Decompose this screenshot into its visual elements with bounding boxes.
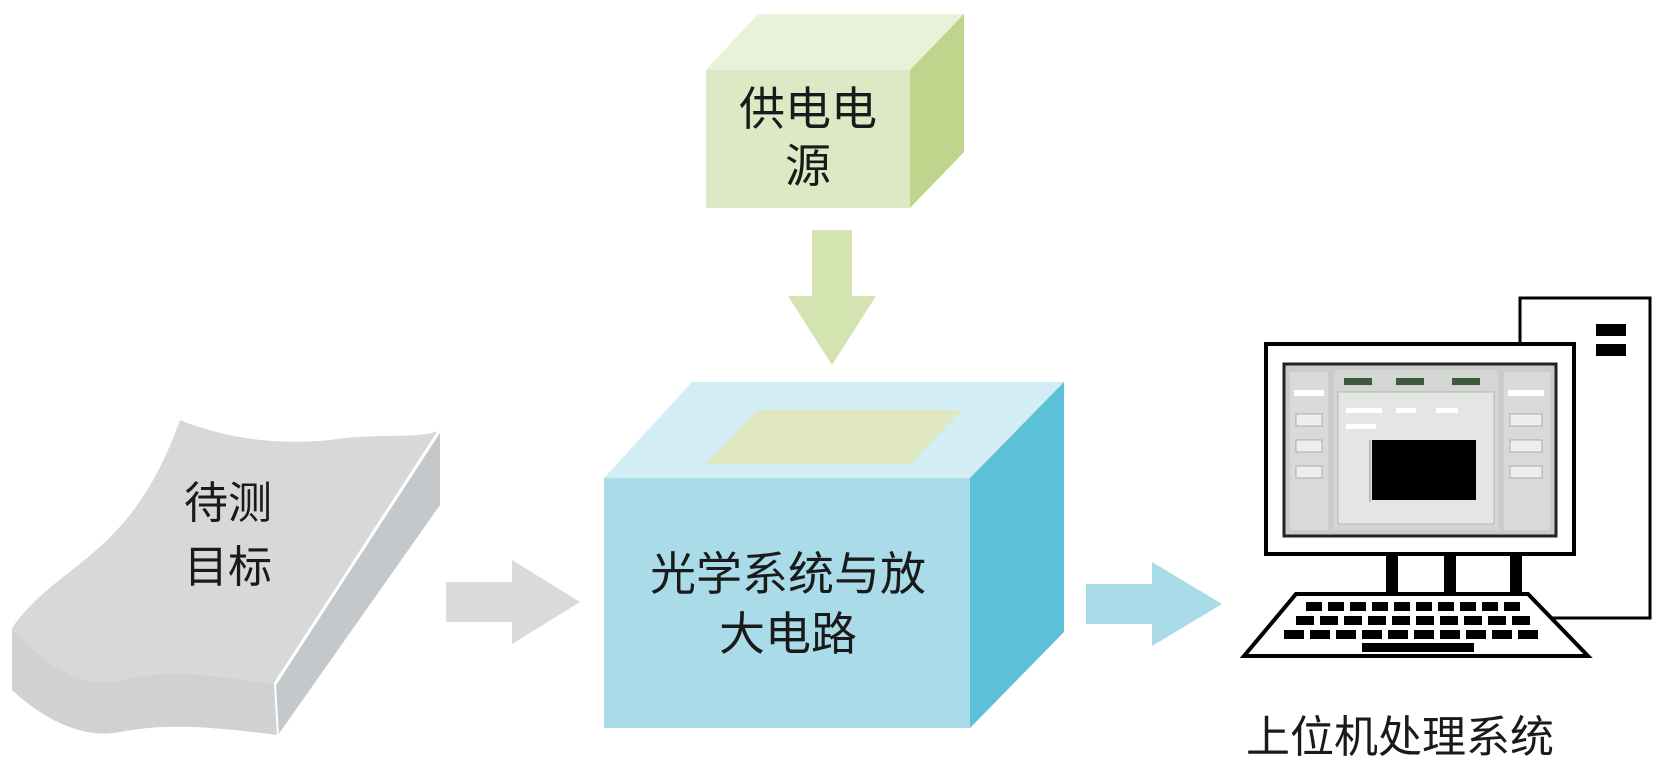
screen-left-btn-1 (1295, 413, 1323, 427)
computer-tower-slot-2 (1596, 344, 1626, 356)
screen-field-b (1396, 408, 1416, 413)
screen-indicator-2 (1396, 378, 1424, 385)
key (1440, 630, 1460, 639)
power-supply-block: 供电电 源 (706, 14, 964, 208)
screen-plot-area (1372, 440, 1476, 500)
key (1336, 630, 1356, 639)
key (1362, 630, 1382, 639)
key (1492, 630, 1512, 639)
target-object: 待测 目标 (12, 420, 442, 736)
key (1306, 602, 1322, 611)
screen-left-btn-3 (1295, 465, 1323, 479)
key (1310, 630, 1330, 639)
key (1392, 616, 1410, 625)
key (1466, 630, 1486, 639)
computer-tower-slot-1 (1596, 324, 1626, 336)
key (1482, 602, 1498, 611)
power-supply-side (910, 14, 964, 208)
key (1350, 602, 1366, 611)
computer-caption: 上位机处理系统 (1246, 712, 1554, 763)
screen-right-field (1508, 390, 1544, 396)
power-supply-label-line1: 供电电 (739, 82, 877, 136)
key (1416, 602, 1432, 611)
power-supply-label-line2: 源 (785, 139, 831, 193)
monitor-stand-right (1444, 552, 1456, 592)
space-bar (1362, 643, 1474, 652)
key (1372, 602, 1388, 611)
target-label-line1: 待测 (184, 478, 272, 529)
screen-right-btn-1 (1509, 413, 1543, 427)
monitor-stand-mid (1510, 552, 1522, 592)
arrow-target-to-optics (446, 560, 580, 644)
screen-field-a (1346, 408, 1382, 413)
target-side-face (275, 430, 440, 735)
arrow-optics-to-computer (1086, 562, 1222, 646)
computer-icon: 上位机处理系统 (1239, 296, 1652, 763)
key (1440, 616, 1458, 625)
optics-front (604, 478, 970, 728)
key (1320, 616, 1338, 625)
power-supply-front (706, 70, 910, 208)
screen-left-field (1294, 390, 1324, 396)
target-top-face (12, 420, 440, 684)
keyboard-keys (1284, 602, 1538, 652)
optics-side (970, 382, 1064, 728)
target-front-face (12, 628, 278, 735)
power-supply-top (706, 14, 964, 70)
optics-top-sensor (706, 410, 962, 464)
screen-right-btn-3 (1509, 465, 1543, 479)
key (1284, 630, 1304, 639)
screen-field-d (1346, 424, 1376, 429)
target-edge-highlight (273, 429, 442, 685)
key (1438, 602, 1454, 611)
key (1460, 602, 1476, 611)
optics-amplifier-block: 光学系统与放 大电路 (604, 382, 1064, 728)
screen-right-btn-2 (1509, 439, 1543, 453)
key (1512, 616, 1530, 625)
arrow-power-to-optics (788, 230, 876, 365)
key (1344, 616, 1362, 625)
monitor-stand-left (1386, 552, 1398, 592)
key (1388, 630, 1408, 639)
key (1488, 616, 1506, 625)
optics-label-line1: 光学系统与放 (650, 547, 926, 601)
key (1464, 616, 1482, 625)
screen-indicator-1 (1344, 378, 1372, 385)
key (1416, 616, 1434, 625)
key (1518, 630, 1538, 639)
key (1394, 602, 1410, 611)
target-label-line2: 目标 (184, 542, 272, 593)
key (1328, 602, 1344, 611)
screen-indicator-3 (1452, 378, 1480, 385)
key (1414, 630, 1434, 639)
screen-left-btn-2 (1295, 439, 1323, 453)
key (1368, 616, 1386, 625)
optics-label-line2: 大电路 (719, 607, 857, 661)
target-edge-highlight-2 (274, 683, 279, 736)
screen-field-c (1436, 408, 1458, 413)
key (1296, 616, 1314, 625)
key (1504, 602, 1520, 611)
